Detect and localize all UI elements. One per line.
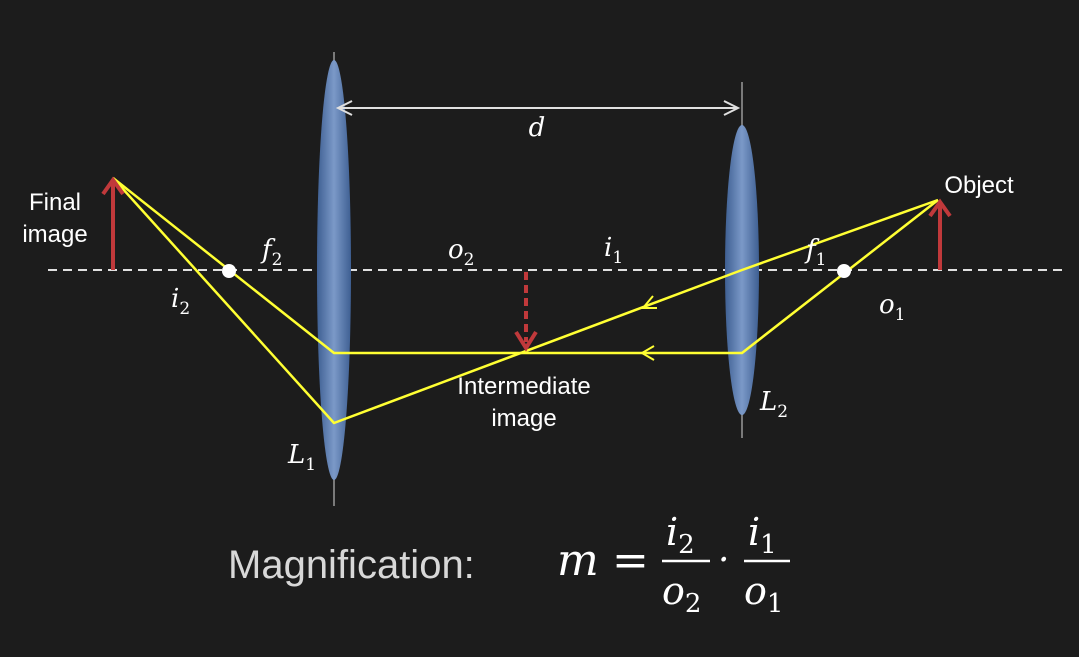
intermediate-image-arrow: [514, 272, 538, 352]
o1-label: o1: [879, 290, 905, 325]
formula-equals: =: [612, 535, 649, 586]
o2-label: o2: [448, 235, 474, 270]
ray-direction-arrows: [640, 295, 657, 361]
object-arrow: [928, 198, 952, 270]
focal-point-f2: [222, 264, 236, 278]
magnification-label: Magnification:: [228, 543, 475, 587]
final-image-arrow: [101, 176, 125, 270]
distance-d-label: d: [529, 113, 546, 143]
ray-focal: [112, 177, 939, 425]
i2-label: i2: [171, 284, 190, 319]
lens-l2-label: L2: [759, 387, 788, 422]
fraction2-denominator: o1: [744, 569, 783, 619]
formula-m: m: [557, 535, 599, 586]
fraction1-numerator: i2: [666, 510, 695, 560]
object-label: Object: [944, 172, 1014, 199]
fraction1-denominator: o2: [662, 569, 701, 619]
lens-l1: [317, 60, 351, 480]
formula-dot: ·: [718, 540, 729, 581]
intermediate-image-label-line1: Intermediate: [457, 373, 590, 400]
i1-label: i1: [604, 233, 623, 268]
fraction2-numerator: i1: [748, 510, 777, 560]
magnification-formula: Magnification: m = i2 o2 · i1 o1: [228, 510, 790, 619]
intermediate-image-label-line2: image: [491, 405, 556, 432]
final-image-label-line1: Final: [29, 189, 81, 216]
f2-label: f2: [260, 235, 282, 270]
focal-point-f1: [837, 264, 851, 278]
lens-l1-label: L1: [287, 440, 316, 475]
distance-d-marker: [335, 100, 741, 116]
final-image-label-line2: image: [22, 221, 87, 248]
